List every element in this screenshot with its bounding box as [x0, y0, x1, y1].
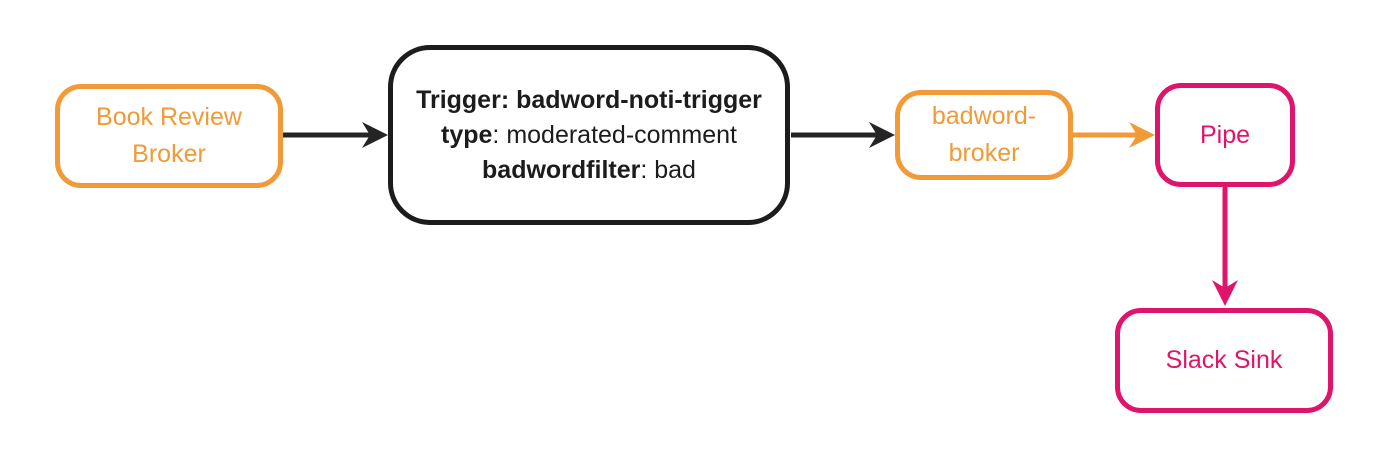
node-slack-sink-label: Slack Sink — [1165, 346, 1283, 374]
node-trigger-label: Trigger: badword-noti-trigger type: mode… — [416, 83, 762, 188]
node-badword-broker: badword-broker — [895, 90, 1073, 180]
trigger-line2-key: type — [441, 120, 493, 149]
node-trigger: Trigger: badword-noti-trigger type: mode… — [388, 45, 790, 225]
node-slack-sink: Slack Sink — [1115, 308, 1333, 413]
arrow-trigger-to-badword-broker — [791, 122, 895, 148]
node-badword-broker-label: badword-broker — [931, 102, 1037, 167]
trigger-line3-value: : bad — [640, 155, 696, 184]
node-pipe: Pipe — [1155, 83, 1295, 187]
node-book-review-broker-label: Book Review Broker — [96, 103, 242, 168]
trigger-line3-key: badwordfilter — [482, 155, 641, 184]
arrow-pipe-to-slack-sink — [1212, 187, 1238, 306]
trigger-line1: Trigger: badword-noti-trigger — [416, 85, 762, 114]
node-pipe-label: Pipe — [1199, 120, 1251, 149]
trigger-line2-value: : moderated-comment — [492, 120, 737, 149]
node-book-review-broker: Book Review Broker — [55, 84, 283, 188]
arrow-book-review-broker-to-trigger — [283, 122, 388, 148]
arrow-badword-broker-to-pipe — [1073, 122, 1155, 148]
